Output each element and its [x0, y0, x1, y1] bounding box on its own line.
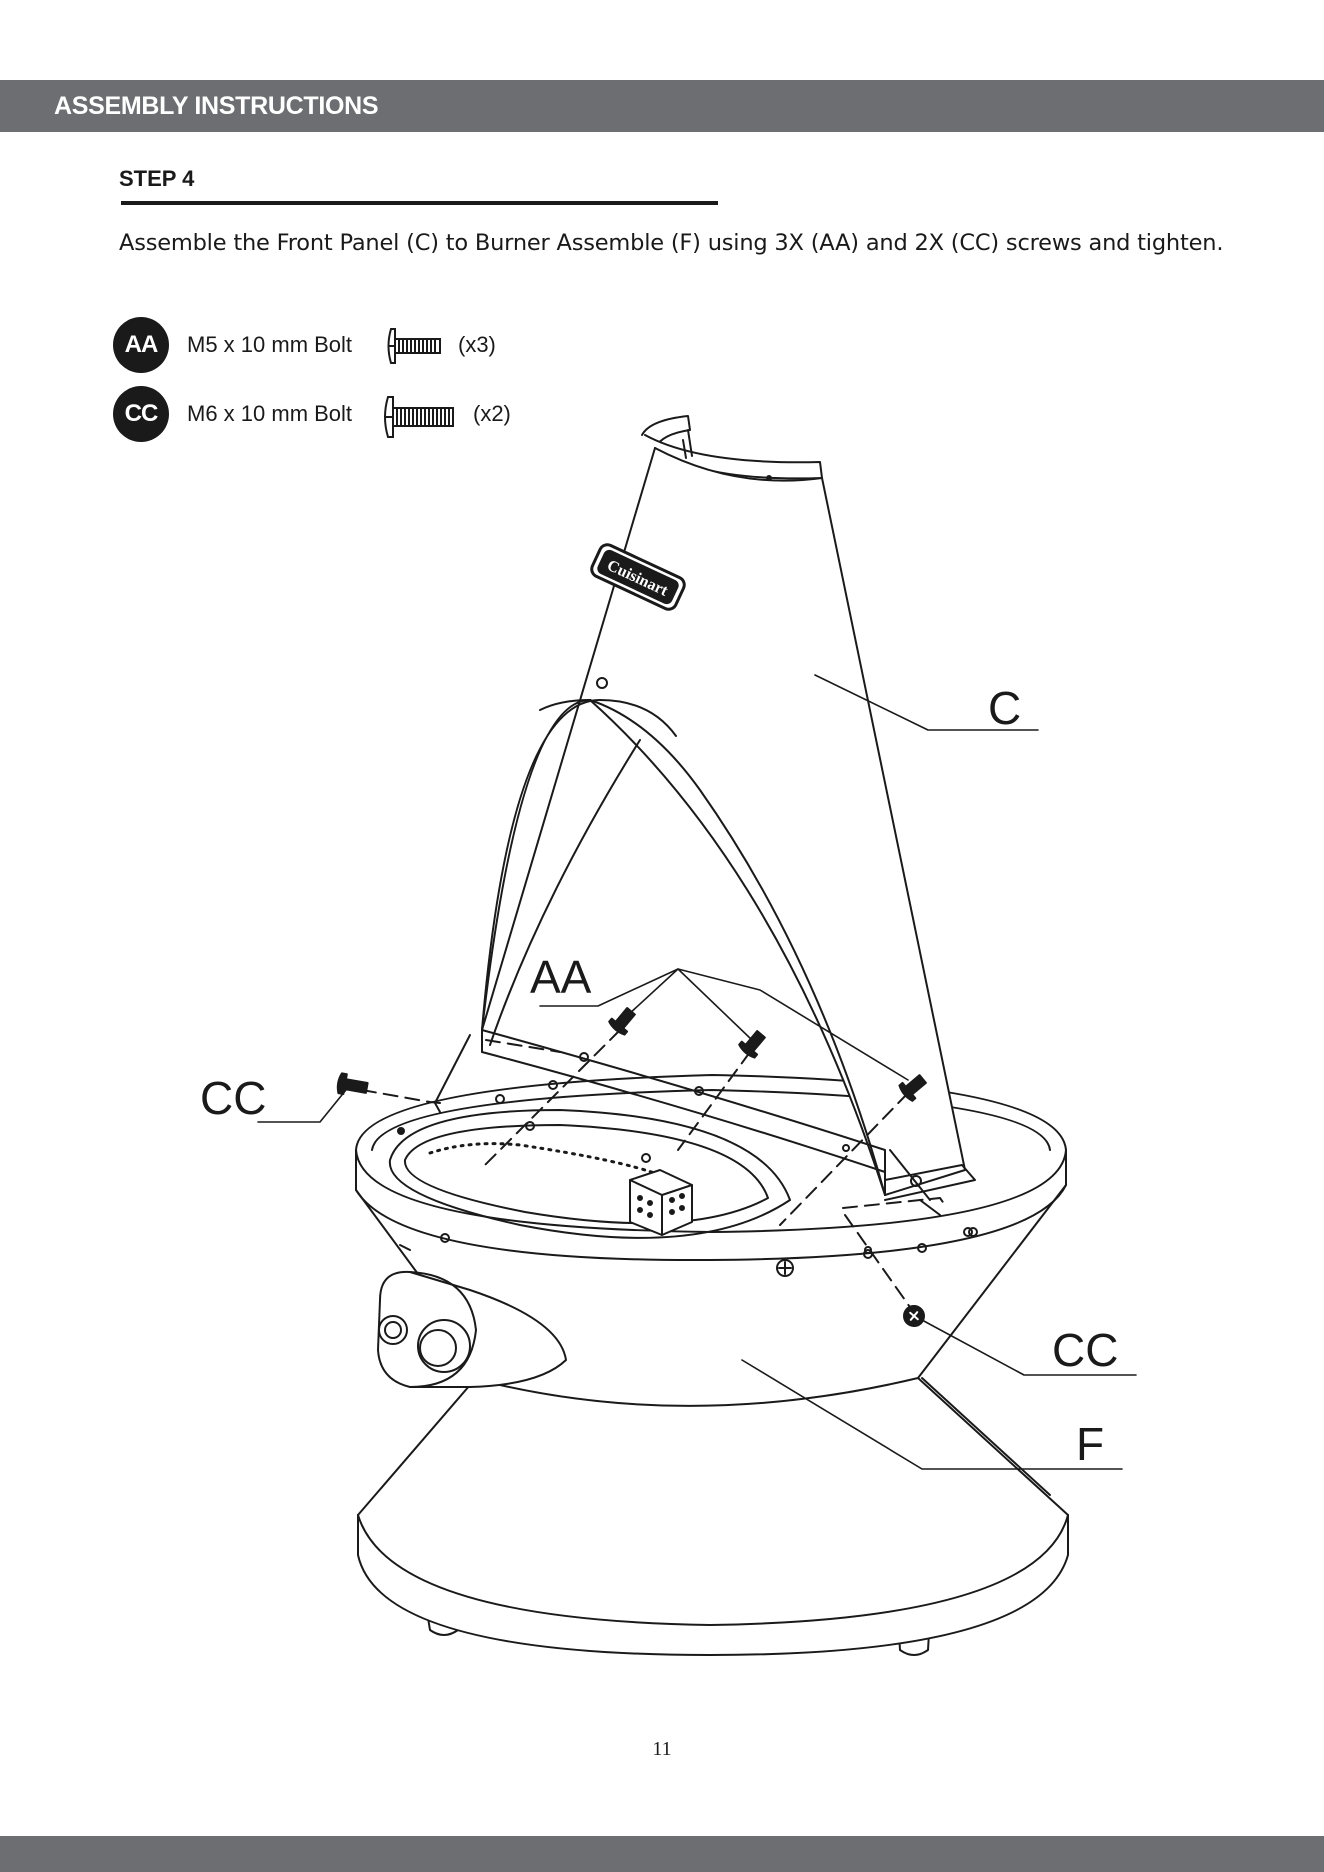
- footer-bar: [0, 1836, 1324, 1872]
- callout-f: F: [1076, 1418, 1104, 1470]
- callout-cc-left: CC: [200, 1072, 266, 1124]
- callout-aa: AA: [530, 951, 592, 1003]
- bolt-aa-2: [738, 1028, 769, 1059]
- page-number: 11: [0, 1738, 1324, 1761]
- bolt-cc-left: [336, 1073, 368, 1098]
- callout-cc-right: CC: [1052, 1324, 1118, 1376]
- callout-c: C: [988, 682, 1021, 734]
